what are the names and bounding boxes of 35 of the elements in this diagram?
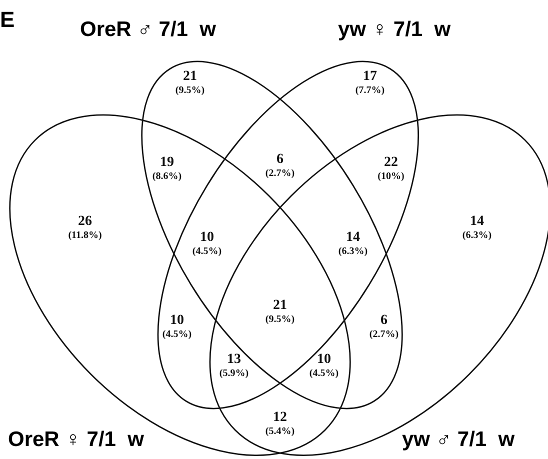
- region-percentage: (4.5%): [162, 329, 192, 340]
- region-percentage: (7.7%): [355, 85, 385, 96]
- region-count: 21: [183, 70, 197, 84]
- region-count: 21: [273, 299, 287, 313]
- set-label: OreR ♀ 7/1 w: [8, 428, 144, 452]
- region-percentage: (5.9%): [219, 368, 249, 379]
- region-count: 22: [384, 156, 398, 170]
- region-percentage: (4.5%): [192, 246, 222, 257]
- region-percentage: (2.7%): [265, 168, 295, 179]
- region-percentage: (9.5%): [175, 85, 205, 96]
- region-percentage: (9.5%): [265, 314, 295, 325]
- region-count: 10: [317, 353, 331, 367]
- region-count: 14: [346, 231, 360, 245]
- region-count: 10: [170, 314, 184, 328]
- region-count: 14: [470, 215, 484, 229]
- region-count: 12: [273, 411, 287, 425]
- region-percentage: (8.6%): [152, 171, 182, 182]
- region-count: 13: [227, 353, 241, 367]
- region-percentage: (4.5%): [309, 368, 339, 379]
- region-count: 10: [200, 231, 214, 245]
- region-count: 19: [160, 156, 174, 170]
- region-percentage: (6.3%): [462, 230, 492, 241]
- region-percentage: (10%): [378, 171, 404, 182]
- region-count: 26: [78, 215, 92, 229]
- region-percentage: (11.8%): [68, 230, 102, 241]
- set-label: OreR ♂ 7/1 w: [80, 18, 216, 42]
- set-label: yw ♀ 7/1 w: [338, 18, 451, 42]
- region-count: 6: [380, 314, 388, 328]
- region-count: 6: [276, 153, 284, 167]
- panel-letter: E: [0, 8, 15, 32]
- region-percentage: (2.7%): [369, 329, 399, 340]
- region-percentage: (6.3%): [338, 246, 368, 257]
- region-count: 17: [363, 70, 377, 84]
- region-percentage: (5.4%): [265, 426, 295, 437]
- set-label: yw ♂ 7/1 w: [402, 428, 515, 452]
